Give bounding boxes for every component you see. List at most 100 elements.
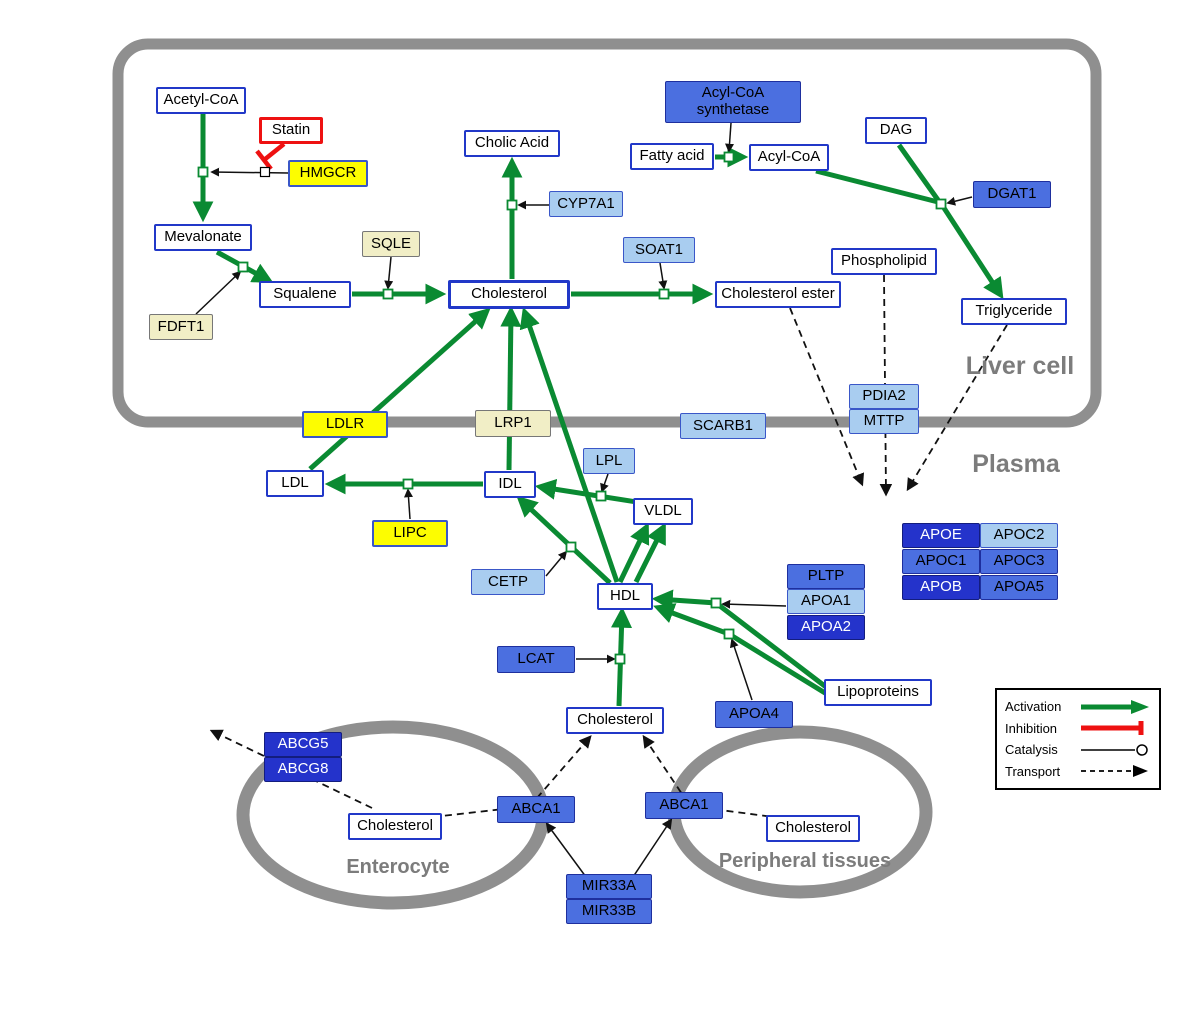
edge-hdl-idl-cetp — [516, 495, 612, 585]
enterocyte-label: Enterocyte — [346, 856, 450, 878]
node-apoc2: APOC2 — [980, 522, 1058, 548]
port-lcat — [614, 653, 626, 665]
port-lpl — [595, 490, 607, 502]
edge-idl-cholesterol-lrp1 — [500, 305, 522, 471]
node-mevalonate: Mevalonate — [154, 223, 252, 251]
edge-hdl-vldl-1 — [617, 522, 650, 584]
port-acylcoa-synthetase — [723, 151, 735, 163]
cat-acylcoa-synthetase — [725, 122, 735, 153]
transport-cholesterol-peripheral-abca1 — [642, 734, 782, 819]
port-cetp — [565, 541, 577, 553]
edge-dag-dgat — [896, 143, 941, 202]
node-lipoproteins: Lipoproteins — [824, 678, 932, 706]
edge-hdl-cholesterol — [519, 307, 620, 583]
node-fatty-acid: Fatty acid — [630, 142, 714, 170]
node-soat1: SOAT1 — [623, 237, 695, 263]
node-apoc1: APOC1 — [902, 548, 980, 574]
port-soat1 — [658, 288, 670, 300]
port-cyp7a1 — [506, 199, 518, 211]
cat-fdft1 — [195, 270, 242, 315]
edge-mir33-abca1-enterocyte — [545, 822, 587, 878]
node-abca1-peripheral: ABCA1 — [645, 791, 723, 819]
node-pltp: PLTP — [787, 563, 865, 589]
node-apoa2: APOA2 — [787, 614, 865, 640]
legend-row-inhibition: Inhibition — [1005, 718, 1151, 739]
legend-transport-label: Transport — [1005, 763, 1061, 779]
node-cholic-acid: Cholic Acid — [464, 129, 560, 157]
port-apoa4 — [723, 628, 735, 640]
inhibition-statin-tbar — [255, 149, 273, 171]
node-cetp: CETP — [471, 569, 545, 595]
node-cholesterol-plasma: Cholesterol — [566, 706, 664, 734]
liver-cell-label: Liver cell — [965, 352, 1075, 380]
port-fdft1 — [237, 261, 249, 273]
legend-catalysis-label: Catalysis — [1005, 742, 1058, 758]
node-apoe: APOE — [902, 522, 980, 548]
node-statin: Statin — [259, 116, 323, 144]
node-mir33b: MIR33B — [566, 898, 652, 924]
transport-cholesterolester-plasma — [789, 307, 865, 487]
node-apoa4: APOA4 — [715, 700, 793, 728]
cat-lpl — [600, 473, 609, 493]
cat-apoa4 — [730, 638, 753, 701]
node-acetyl-coa: Acetyl-CoA — [156, 86, 246, 114]
cat-apoa-group — [721, 599, 787, 609]
node-cholesterol-liver: Cholesterol — [448, 279, 570, 309]
cat-cetp — [545, 550, 568, 577]
port-lipc — [402, 478, 414, 490]
legend-row-transport: Transport — [1005, 761, 1151, 782]
transport-triglyceride-plasma — [906, 324, 1008, 492]
inhibition-statin-hmgcr — [262, 142, 286, 162]
node-ldlr: LDLR — [302, 410, 388, 438]
legend-row-activation: Activation — [1005, 696, 1151, 717]
node-triglyceride: Triglyceride — [961, 297, 1067, 325]
port-statin-target — [259, 166, 271, 178]
legend-row-catalysis: Catalysis — [1005, 739, 1151, 760]
node-abca1-enterocyte: ABCA1 — [497, 795, 575, 823]
cat-dgat1 — [946, 196, 973, 206]
edge-mir33-abca1-peripheral — [632, 818, 673, 878]
cat-sqle — [384, 256, 394, 290]
node-cholesterol-ester: Cholesterol ester — [715, 280, 841, 308]
peripheral-tissues-label: Peripheral tissues — [718, 850, 892, 872]
port-sqle — [382, 288, 394, 300]
edge-hdl-vldl-2 — [633, 522, 666, 584]
port-apoa-group — [710, 597, 722, 609]
node-cholesterol-peripheral: Cholesterol — [766, 814, 860, 842]
node-sqle: SQLE — [362, 231, 420, 257]
plasma-label: Plasma — [972, 450, 1060, 478]
node-idl: IDL — [484, 470, 536, 498]
node-lcat: LCAT — [497, 645, 575, 673]
node-abcg5: ABCG5 — [264, 731, 342, 757]
catalysis-circle-icon — [1081, 744, 1148, 756]
node-scarb1: SCARB1 — [680, 413, 766, 439]
node-dag: DAG — [865, 116, 927, 144]
node-acyl-coa: Acyl-CoA — [749, 143, 829, 171]
port-dgat1 — [935, 198, 947, 210]
node-acyl-coa-synthetase: Acyl-CoA synthetase — [665, 81, 801, 123]
node-fdft1: FDFT1 — [149, 314, 213, 340]
cat-soat1 — [658, 262, 668, 290]
node-lpl: LPL — [583, 448, 635, 474]
node-mttp: MTTP — [849, 408, 919, 434]
cat-hmgcr — [210, 167, 289, 177]
edge-vldl-idl — [534, 478, 638, 505]
node-squalene: Squalene — [259, 280, 351, 308]
node-apoa1: APOA1 — [787, 588, 865, 614]
node-lrp1: LRP1 — [475, 409, 551, 437]
node-pdia2: PDIA2 — [849, 383, 919, 409]
node-phospholipid: Phospholipid — [831, 247, 937, 275]
edge-ldl-cholesterol-ldlr — [308, 307, 491, 471]
inhibition-tbar-icon — [1081, 721, 1144, 736]
transport-dashed-arrow-icon — [1081, 765, 1148, 778]
node-ldl: LDL — [266, 469, 324, 497]
node-apoc3: APOC3 — [980, 548, 1058, 574]
node-apob: APOB — [902, 574, 980, 600]
node-cyp7a1: CYP7A1 — [549, 191, 623, 217]
legend-inhibition-label: Inhibition — [1005, 720, 1058, 736]
liver-cell-membrane — [112, 38, 1102, 428]
node-hmgcr: HMGCR — [288, 159, 368, 187]
port-hmgcr — [197, 166, 209, 178]
